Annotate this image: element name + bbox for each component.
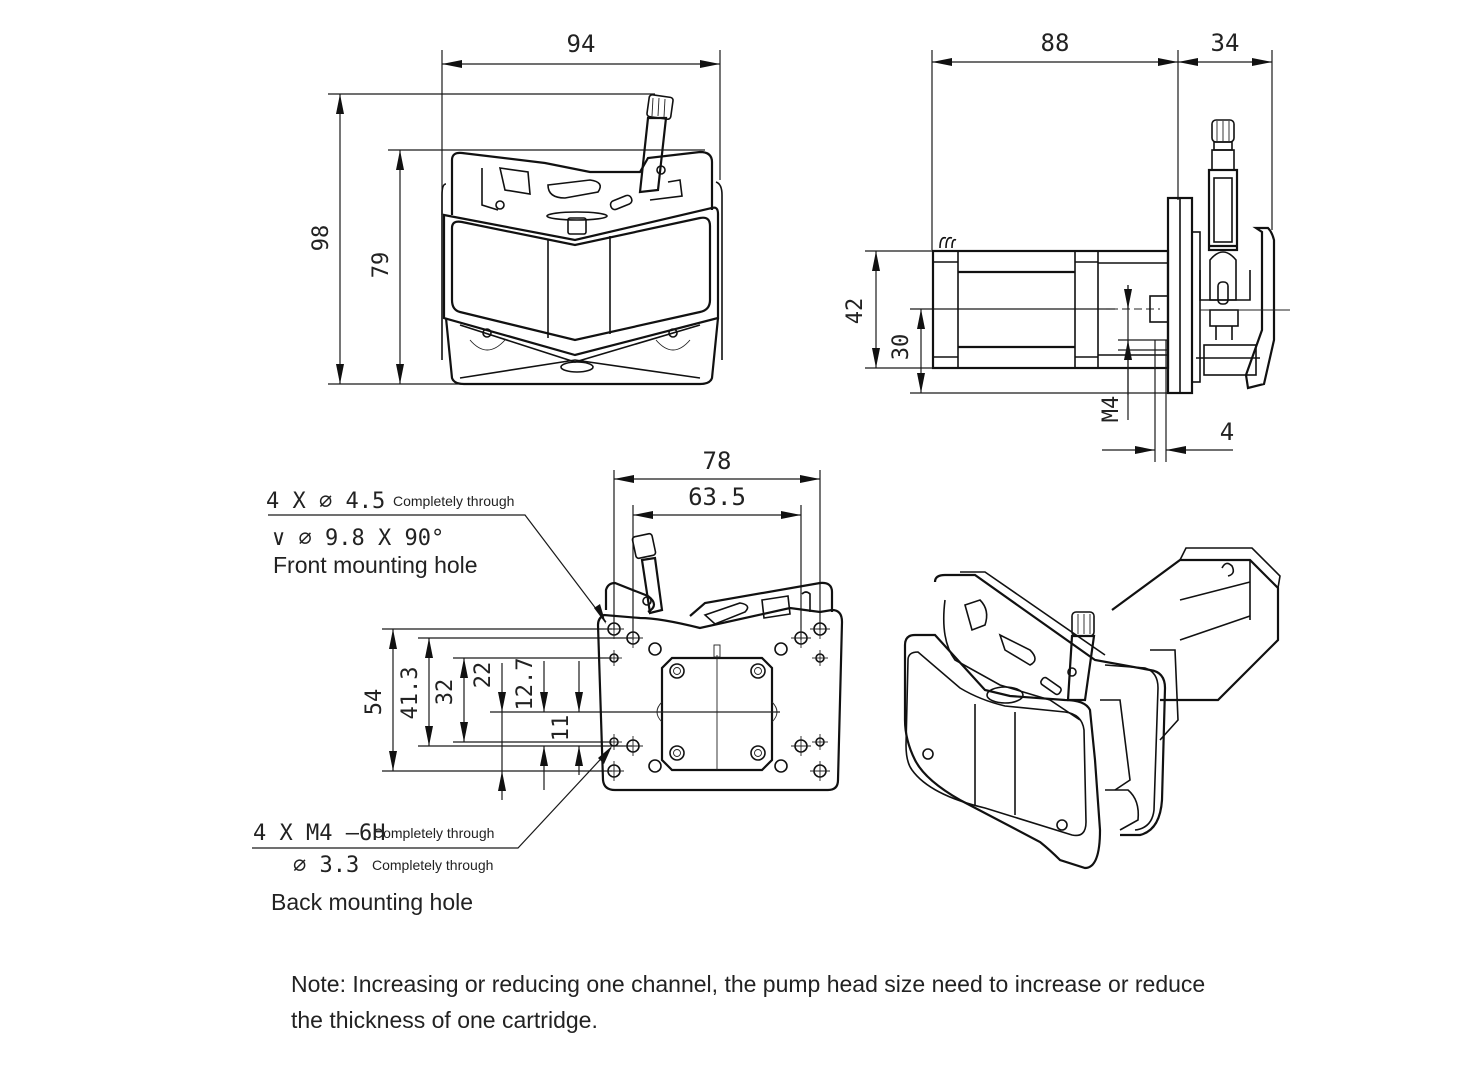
leader-front-hole [268, 514, 607, 623]
dimension-79: 79 [369, 252, 394, 279]
pump-head-side [1166, 119, 1290, 395]
back-mounting-hole-callout: 4 X M4 –6H Completely through ∅ 3.3 Comp… [253, 821, 494, 915]
back-hole-drill-note: Completely through [372, 857, 493, 873]
dimension-34: 34 [1211, 29, 1240, 57]
front-hole-label: Front mounting hole [273, 552, 478, 578]
dimension-88: 88 [1041, 29, 1070, 57]
dimension-30: 30 [889, 334, 914, 361]
front-hole-countersink: ∨ ∅ 9.8 X 90° [272, 526, 444, 551]
front-hole-spec: 4 X ∅ 4.5 [266, 489, 385, 514]
back-view: 78 63.5 54 41.3 32 22 12.7 11 [252, 447, 844, 915]
footnote: Note: Increasing or reducing one channel… [291, 966, 1301, 1038]
dimension-94: 94 [567, 30, 596, 58]
dimension-12-7: 12.7 [513, 658, 538, 711]
leader-arrow [594, 604, 606, 624]
dimension-63-5: 63.5 [688, 483, 746, 511]
leader-arrow [598, 746, 612, 764]
dimension-78: 78 [703, 447, 732, 475]
dimension-32: 32 [433, 679, 458, 706]
pump-head-front-body [441, 94, 723, 386]
isometric-view [903, 547, 1281, 870]
dimension-4: 4 [1220, 418, 1234, 446]
stepper-motor [931, 236, 1170, 370]
front-mounting-hole-callout: 4 X ∅ 4.5 Completely through ∨ ∅ 9.8 X 9… [266, 489, 514, 578]
dimension-41-3: 41.3 [398, 667, 423, 720]
back-hole-drill: ∅ 3.3 [293, 853, 359, 878]
back-hole-label: Back mounting hole [271, 889, 473, 915]
front-hole-note: Completely through [393, 493, 514, 509]
dimension-42: 42 [843, 298, 868, 325]
back-plate [596, 532, 844, 792]
back-hole-spec: 4 X M4 –6H [253, 821, 385, 846]
footnote-line-1: Note: Increasing or reducing one channel… [291, 971, 1206, 997]
dimension-m4: M4 [1099, 396, 1124, 423]
leader-back-hole [252, 747, 612, 849]
mounting-holes [604, 619, 830, 781]
dimension-98: 98 [309, 225, 334, 252]
dimension-11: 11 [549, 715, 574, 742]
dimension-54: 54 [362, 689, 387, 716]
side-view: 88 34 42 30 [843, 29, 1290, 462]
front-view: 94 98 79 [309, 30, 723, 386]
dimension-22: 22 [471, 662, 496, 689]
back-hole-note: Completely through [373, 825, 494, 841]
footnote-line-2: the thickness of one cartridge. [291, 1007, 598, 1033]
